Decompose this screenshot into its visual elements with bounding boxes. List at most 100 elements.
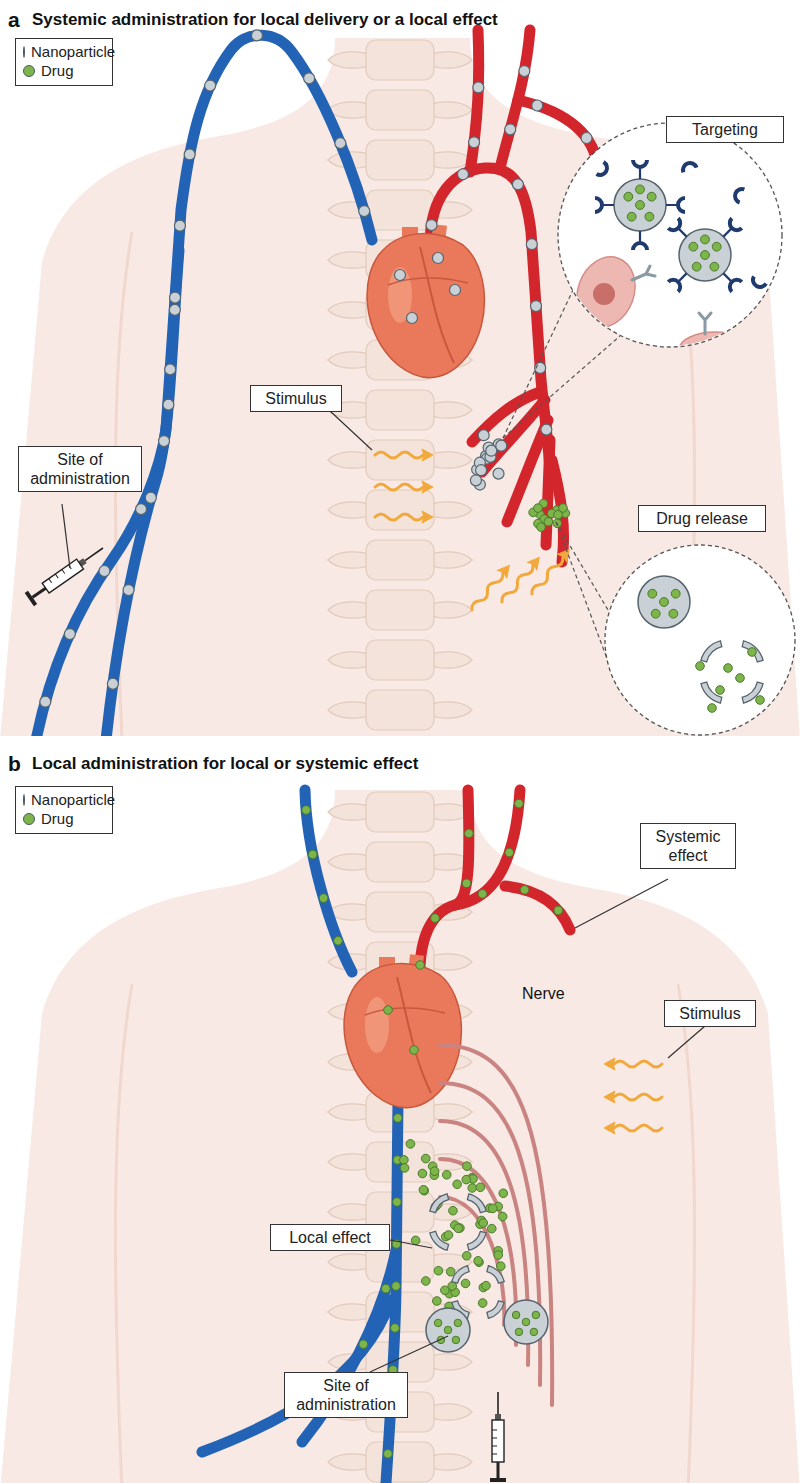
stimulus-wave <box>614 1094 662 1100</box>
legend-item: Drug <box>23 62 105 81</box>
drug-molecule <box>692 262 701 271</box>
callout-text: Stimulus <box>265 389 326 408</box>
nanoparticle <box>174 220 185 231</box>
heart-groove <box>365 1008 445 1015</box>
drug-molecule <box>534 504 543 513</box>
drug-molecule <box>498 1212 507 1221</box>
drug-molecule <box>319 894 328 903</box>
loaded-nanoparticle <box>614 179 666 231</box>
drug-molecule <box>449 1206 458 1215</box>
nanoparticle-shell <box>614 179 666 231</box>
vertebra <box>328 590 472 630</box>
legend-text: Nanoparticle <box>31 43 115 62</box>
callout-box: Site of administration <box>18 446 142 492</box>
syringe-tick <box>55 574 58 578</box>
drug-molecule <box>359 1340 368 1349</box>
drug-molecule <box>624 192 633 201</box>
loaded-nanoparticle <box>504 1300 548 1344</box>
arrow-head <box>604 1122 615 1134</box>
syringe-tick <box>492 1430 497 1431</box>
nanoparticle <box>395 270 406 281</box>
nanoparticle <box>457 169 468 180</box>
nanoparticle <box>512 179 523 190</box>
arrow-head <box>528 554 544 570</box>
drug-molecule <box>434 1266 443 1275</box>
drug-molecule <box>442 1171 451 1180</box>
legend-item: Drug <box>23 810 105 829</box>
drug-molecule <box>446 1267 455 1276</box>
arrow-head <box>604 1058 615 1070</box>
callout-box: Systemic effect <box>640 823 736 869</box>
nanoparticle <box>426 220 437 231</box>
vertebra <box>328 390 472 430</box>
drug-molecule <box>701 235 710 244</box>
drug-molecule <box>474 1257 483 1266</box>
nanoparticle <box>40 696 51 707</box>
drug-molecule <box>648 589 657 598</box>
drug-molecule <box>454 1224 463 1233</box>
syringe-barrel <box>492 1420 504 1462</box>
vertebra-body <box>366 842 434 882</box>
free-ligand <box>730 184 745 204</box>
legend-swatch <box>23 794 25 806</box>
broken-shell <box>742 641 763 662</box>
target-cell <box>679 332 751 368</box>
drug-molecule <box>463 1162 472 1171</box>
drug-molecule <box>420 1186 429 1195</box>
drug-molecule <box>410 1046 419 1055</box>
drug-molecule <box>462 1252 471 1261</box>
drug-molecule <box>302 806 311 815</box>
nanoparticle <box>170 292 181 303</box>
vertebra <box>328 640 472 680</box>
drug-molecule <box>422 1277 431 1286</box>
nanoparticle <box>526 239 537 250</box>
circulating-drug <box>302 799 563 1458</box>
syringe <box>490 1392 506 1482</box>
vessels <box>202 790 570 1483</box>
drug-molecule <box>433 1297 442 1306</box>
drug-molecule <box>479 1219 488 1228</box>
broken-shell <box>430 1194 449 1213</box>
free-ligand <box>748 276 768 293</box>
vertebra-body <box>366 1442 434 1482</box>
stimulus-wave <box>470 571 505 612</box>
vertebra <box>328 190 472 230</box>
syringe-tick <box>492 1438 497 1439</box>
vertebra-body <box>366 640 434 680</box>
drug-molecule <box>453 1180 462 1189</box>
stimulus-wave <box>375 484 423 490</box>
vertebra-body <box>366 190 434 230</box>
drug-molecule <box>499 1189 508 1198</box>
panel-letter: b <box>8 752 21 776</box>
vertebra-body <box>366 390 434 430</box>
vertebra <box>328 792 472 832</box>
nanoparticle <box>99 565 110 576</box>
drug-molecule <box>712 242 721 251</box>
vertebra <box>328 40 472 80</box>
syringe-hub <box>495 1414 501 1420</box>
callout-box: Stimulus <box>664 1000 756 1027</box>
nerve <box>440 1045 552 1405</box>
syringe-needle <box>497 1392 499 1414</box>
legend-box: NanoparticleDrug <box>15 38 113 86</box>
nanoparticle <box>532 100 543 111</box>
vertebra-body <box>366 440 434 480</box>
drug-molecule <box>689 242 698 251</box>
targeting-detail <box>567 158 767 368</box>
callout-box: Site of administration <box>284 1372 408 1418</box>
body-silhouette <box>0 790 800 1483</box>
drug-cloud <box>400 1140 508 1320</box>
syringe-cap <box>25 591 37 606</box>
vertebra <box>328 440 472 480</box>
stimulus-arrow <box>497 554 543 606</box>
drug-molecule <box>515 799 524 808</box>
drug-molecule <box>645 212 654 221</box>
vertebra-body <box>366 90 434 130</box>
stimulus-wave <box>614 1125 662 1131</box>
drug-molecule <box>308 850 317 859</box>
body-outline <box>0 790 800 1483</box>
drug-molecule <box>520 886 529 895</box>
vessels <box>36 30 598 736</box>
drug-molecule <box>468 1184 477 1193</box>
